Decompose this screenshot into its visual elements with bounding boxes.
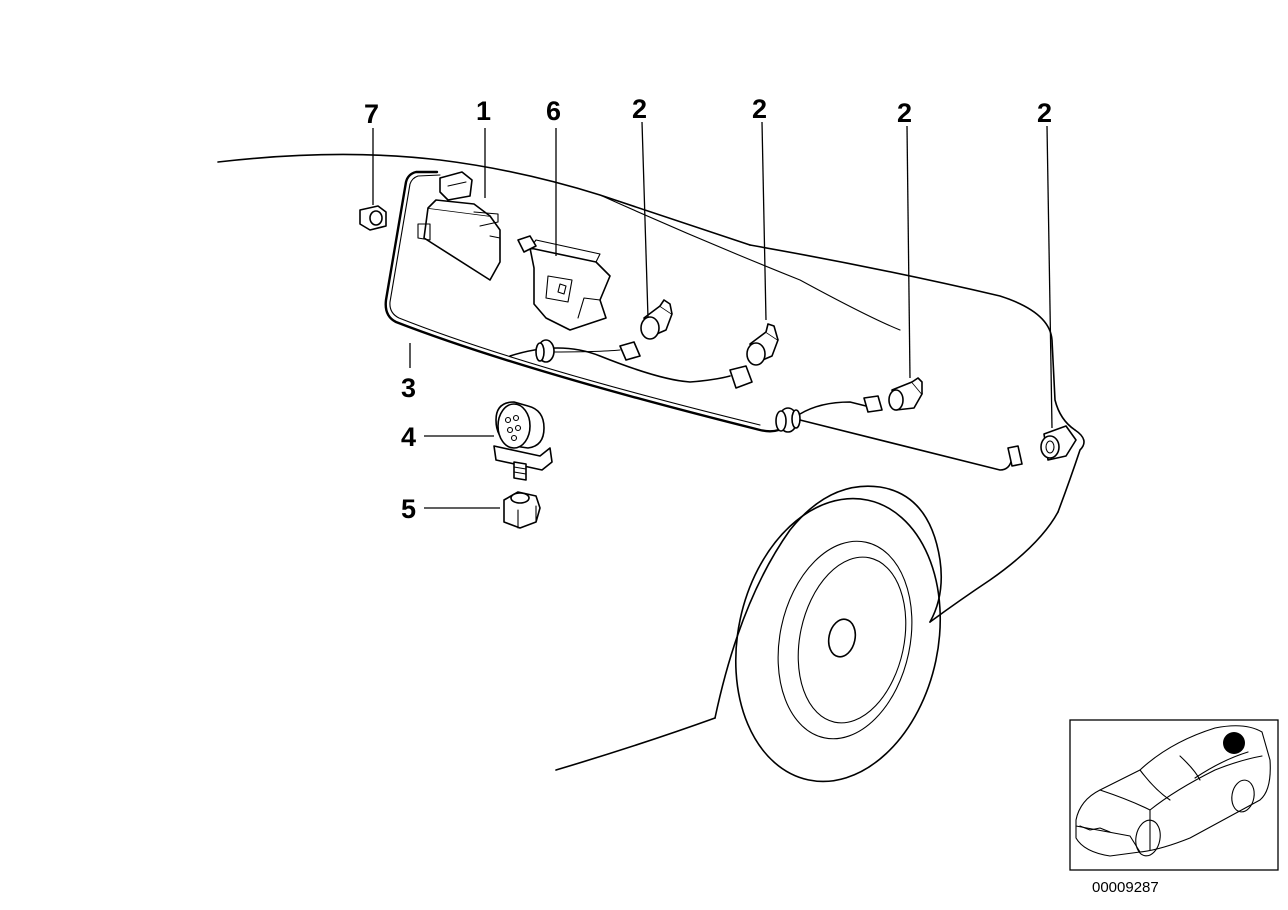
locator-car-sketch [1075,725,1271,857]
locator-thumbnail [1069,719,1279,871]
pdc-sensor-2 [746,323,779,366]
harness-grommet-front [535,339,555,363]
callout-2-fourth: 2 [1037,98,1052,128]
pdc-sensor-1 [640,299,673,340]
rear-wheel [714,485,943,783]
callout-2-third: 2 [897,98,912,128]
pdc-sensor-3 [888,377,923,411]
callout-7: 7 [364,99,379,129]
drawing-number: 00009287 [1092,879,1159,896]
sensor-plug-connectors [619,341,1023,467]
callout-3: 3 [401,373,416,403]
callout-1: 1 [476,96,491,126]
callout-5: 5 [401,494,416,524]
control-unit [417,171,501,281]
callout-2-second: 2 [752,94,767,124]
mounting-bracket [517,235,611,331]
car-body-outline [217,153,1085,771]
callout-labels: 7 1 6 2 2 2 2 3 4 5 [364,94,1052,524]
pdc-sensor-4 [1040,425,1077,461]
callout-6: 6 [546,96,561,126]
buzzer [493,401,553,481]
harness-grommet-rear [775,407,801,433]
leader-lines [372,121,1053,509]
locator-marker [1223,732,1245,754]
callout-4: 4 [401,422,416,452]
callout-2-first: 2 [632,94,647,124]
clip [359,205,387,231]
nut [503,491,541,529]
